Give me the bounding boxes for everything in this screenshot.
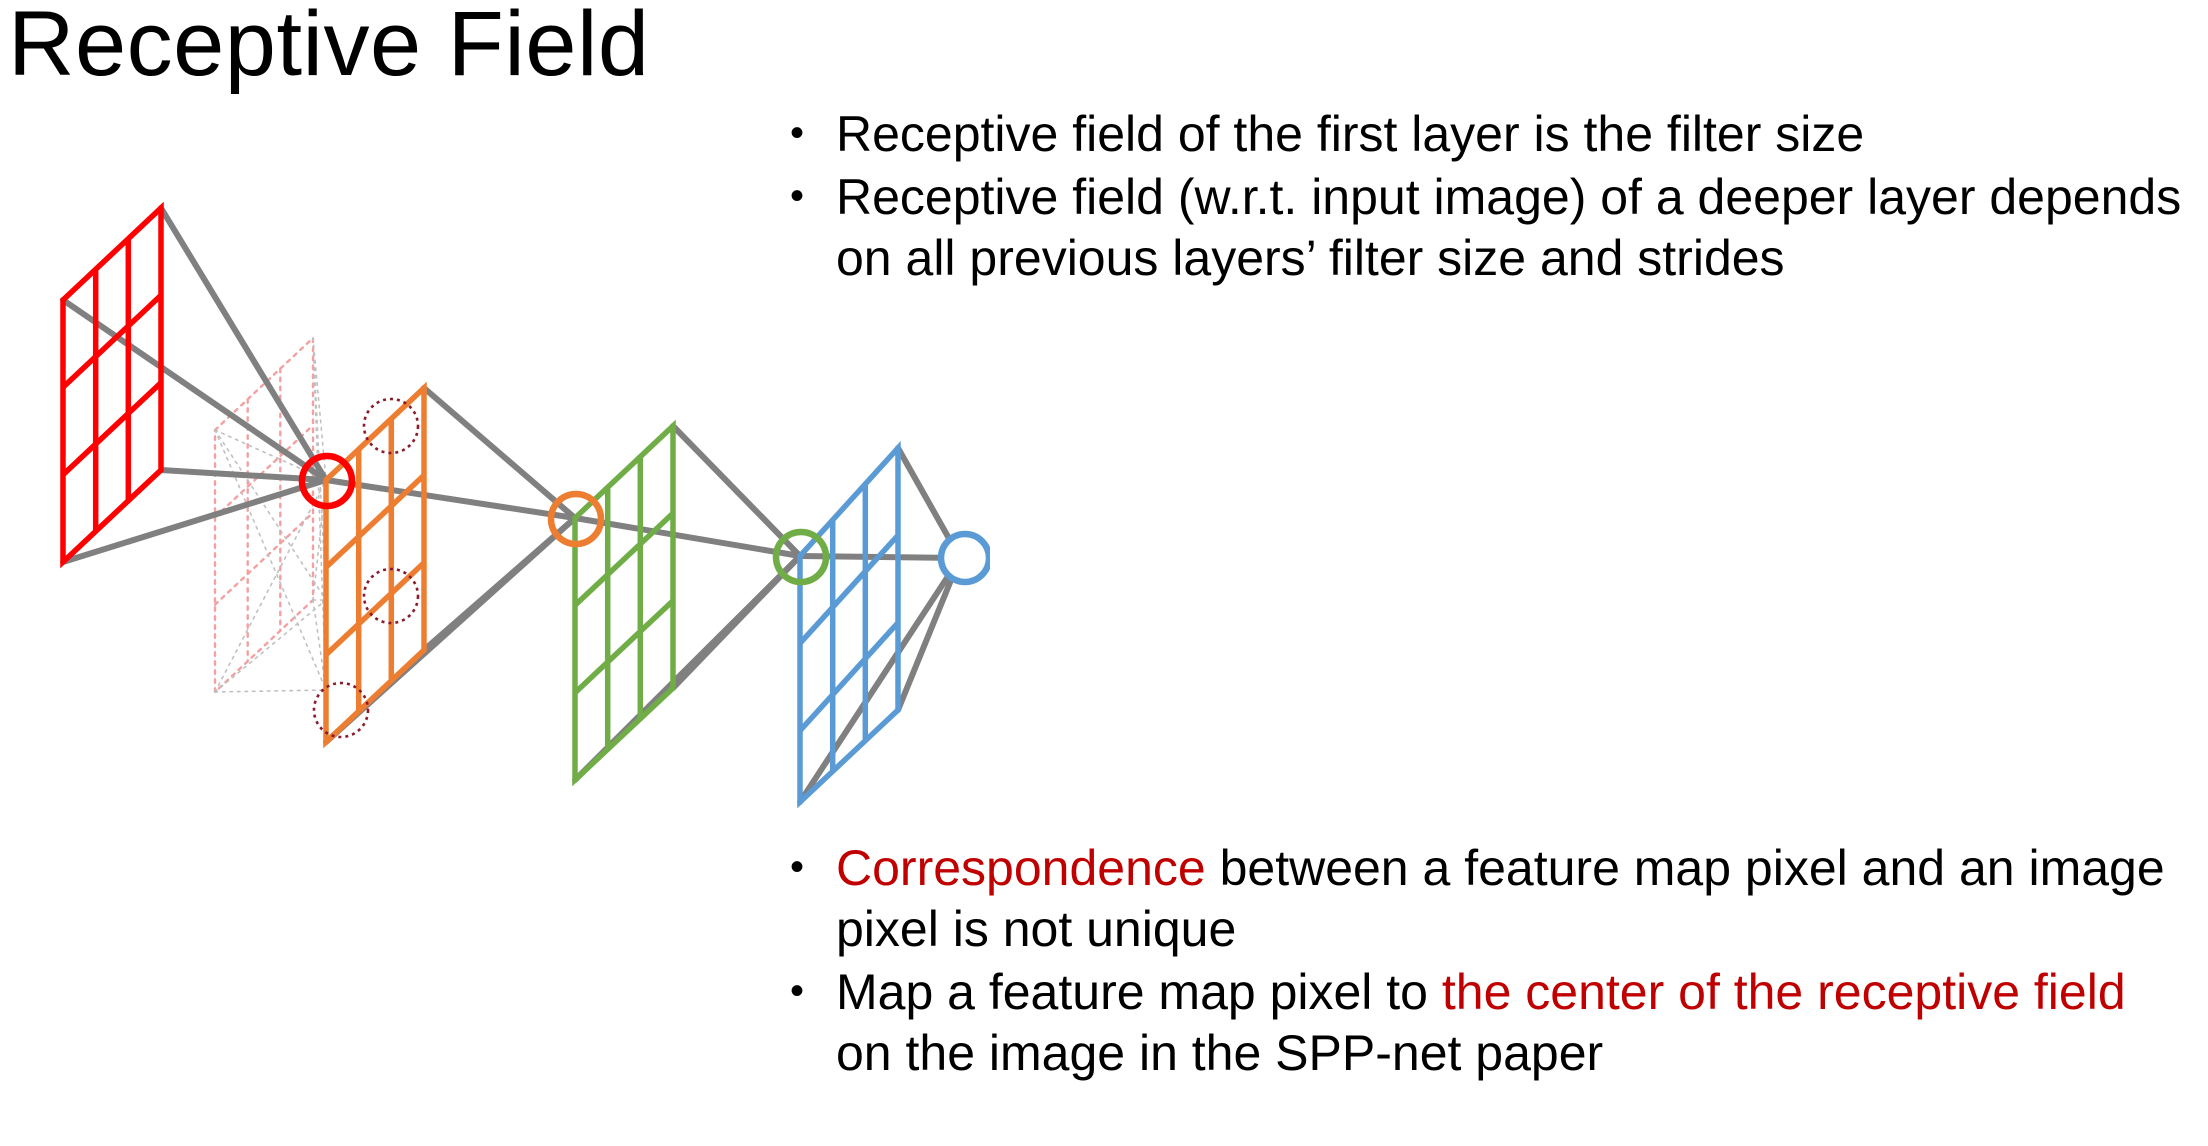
- bullet-segment-highlight: the center of the receptive field: [1441, 964, 2126, 1020]
- page-title: Receptive Field: [8, 0, 650, 95]
- bullet-segment: on the image in the SPP-net paper: [836, 1025, 1604, 1081]
- cnn-receptive-field-diagram: [30, 130, 990, 850]
- ghost-marker-top: [362, 397, 420, 455]
- feature-map-2-plane: [572, 419, 676, 787]
- receptive-field-marker-orange: [547, 490, 605, 548]
- bullet-segment: Receptive field (w.r.t. input image) of …: [836, 169, 2182, 286]
- bullet-text-3: Correspondence between a feature map pix…: [836, 838, 2190, 960]
- bullet-segment: between a feature map pixel and an image…: [836, 840, 2165, 957]
- bullet-marker-icon: •: [790, 111, 805, 155]
- bullet-list-bottom: • Correspondence between a feature map p…: [790, 838, 2190, 1086]
- ghost-input-plane: [213, 335, 315, 695]
- bullet-list-top: • Receptive field of the first layer is …: [790, 104, 2190, 291]
- bullet-segment-highlight: Correspondence: [836, 840, 1206, 896]
- ghost-marker-bottom: [312, 681, 370, 739]
- ghost-marker-middle: [362, 567, 420, 625]
- connector-layer4-to-output: [797, 445, 963, 805]
- connector-layer2-to-layer3: [323, 385, 578, 745]
- connector-layer1-to-layer2: [60, 205, 329, 565]
- bullet-segment: Receptive field of the first layer is th…: [836, 106, 1865, 162]
- receptive-field-marker-green: [772, 528, 830, 586]
- feature-map-1-plane: [323, 381, 427, 749]
- bullet-marker-icon: •: [790, 174, 805, 218]
- bullet-text-2: Receptive field (w.r.t. input image) of …: [836, 167, 2190, 289]
- bullet-item-4: • Map a feature map pixel to the center …: [790, 962, 2190, 1084]
- feature-map-3-plane: [797, 440, 901, 809]
- bullet-marker-icon: •: [790, 969, 805, 1013]
- bullet-segment: Map a feature map pixel to: [836, 964, 1442, 1020]
- bullet-text-4: Map a feature map pixel to the center of…: [836, 962, 2190, 1084]
- receptive-field-marker-red: [298, 452, 356, 510]
- ghost-receptive-field-markers: [312, 397, 420, 739]
- input-image-plane: [60, 201, 164, 569]
- bullet-text-1: Receptive field of the first layer is th…: [836, 104, 2190, 165]
- bullet-item-2: • Receptive field (w.r.t. input image) o…: [790, 167, 2190, 289]
- bullet-item-1: • Receptive field of the first layer is …: [790, 104, 2190, 165]
- output-unit-circle: [937, 530, 990, 586]
- bullet-item-3: • Correspondence between a feature map p…: [790, 838, 2190, 960]
- bullet-marker-icon: •: [790, 845, 805, 889]
